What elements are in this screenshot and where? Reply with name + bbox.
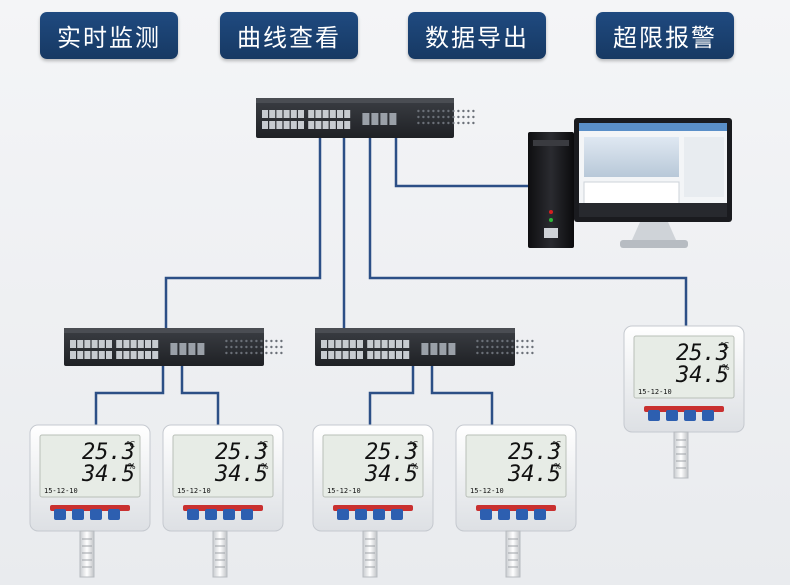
humidity-unit: %: [722, 363, 730, 372]
sensor-button: [684, 410, 696, 421]
sensor-button: [223, 509, 235, 520]
tab-over-limit-alarm[interactable]: 超限报警: [596, 12, 734, 59]
temperature-humidity-sensor: 25.3℃ 34.5% 15-12-10: [623, 325, 745, 479]
tab-data-export[interactable]: 数据导出: [408, 12, 546, 59]
sensor-button: [54, 509, 66, 520]
core-switch: [256, 98, 475, 138]
sensor-button: [205, 509, 217, 520]
temperature-humidity-sensor: 25.3℃ 34.5% 15-12-10: [312, 424, 434, 578]
date-reading: 15-12-10: [44, 487, 78, 495]
humidity-unit: %: [128, 462, 136, 471]
temperature-reading: 25.3: [365, 440, 418, 465]
sensor-button: [337, 509, 349, 520]
temperature-unit: ℃: [126, 440, 135, 449]
monitor: [574, 118, 732, 248]
access-switch-left: [64, 328, 283, 366]
humidity-unit: %: [554, 462, 562, 471]
humidity-reading: 34.5: [81, 462, 135, 487]
access-switch-right: [315, 328, 534, 366]
humidity-unit: %: [411, 462, 419, 471]
humidity-reading: 34.5: [364, 462, 418, 487]
tab-realtime-monitoring[interactable]: 实时监测: [40, 12, 178, 59]
temperature-humidity-sensor: 25.3℃ 34.5% 15-12-10: [162, 424, 284, 578]
tab-curve-view[interactable]: 曲线查看: [220, 12, 358, 59]
temperature-unit: ℃: [552, 440, 561, 449]
computer-tower: [528, 132, 574, 248]
date-reading: 15-12-10: [177, 487, 211, 495]
sensor-button: [391, 509, 403, 520]
temperature-unit: ℃: [720, 341, 729, 350]
sensor-button: [498, 509, 510, 520]
sensor-button: [187, 509, 199, 520]
sensor-button: [666, 410, 678, 421]
sensor-button: [648, 410, 660, 421]
sensor-group: 25.3℃34.5%15-12-1025.3℃34.5%15-12-1025.3…: [29, 325, 745, 578]
sensor-button: [355, 509, 367, 520]
temperature-reading: 25.3: [676, 341, 729, 366]
temperature-reading: 25.3: [508, 440, 561, 465]
sensor-button: [373, 509, 385, 520]
temperature-reading: 25.3: [215, 440, 268, 465]
sensor-button: [90, 509, 102, 520]
network-cables: [94, 137, 688, 428]
sensor-button: [108, 509, 120, 520]
date-reading: 15-12-10: [638, 388, 672, 396]
temperature-reading: 25.3: [82, 440, 135, 465]
humidity-unit: %: [261, 462, 269, 471]
sensor-button: [534, 509, 546, 520]
sensor-button: [241, 509, 253, 520]
sensor-button: [480, 509, 492, 520]
humidity-reading: 34.5: [507, 462, 561, 487]
sensor-button: [702, 410, 714, 421]
sensor-button: [516, 509, 528, 520]
humidity-reading: 34.5: [214, 462, 268, 487]
temperature-unit: ℃: [259, 440, 268, 449]
feature-tabs: 实时监测 曲线查看 数据导出 超限报警: [0, 12, 790, 62]
sensor-button: [72, 509, 84, 520]
temperature-unit: ℃: [409, 440, 418, 449]
temperature-humidity-sensor: 25.3℃ 34.5% 15-12-10: [455, 424, 577, 578]
date-reading: 15-12-10: [470, 487, 504, 495]
date-reading: 15-12-10: [327, 487, 361, 495]
humidity-reading: 34.5: [675, 363, 729, 388]
temperature-humidity-sensor: 25.3℃ 34.5% 15-12-10: [29, 424, 151, 578]
